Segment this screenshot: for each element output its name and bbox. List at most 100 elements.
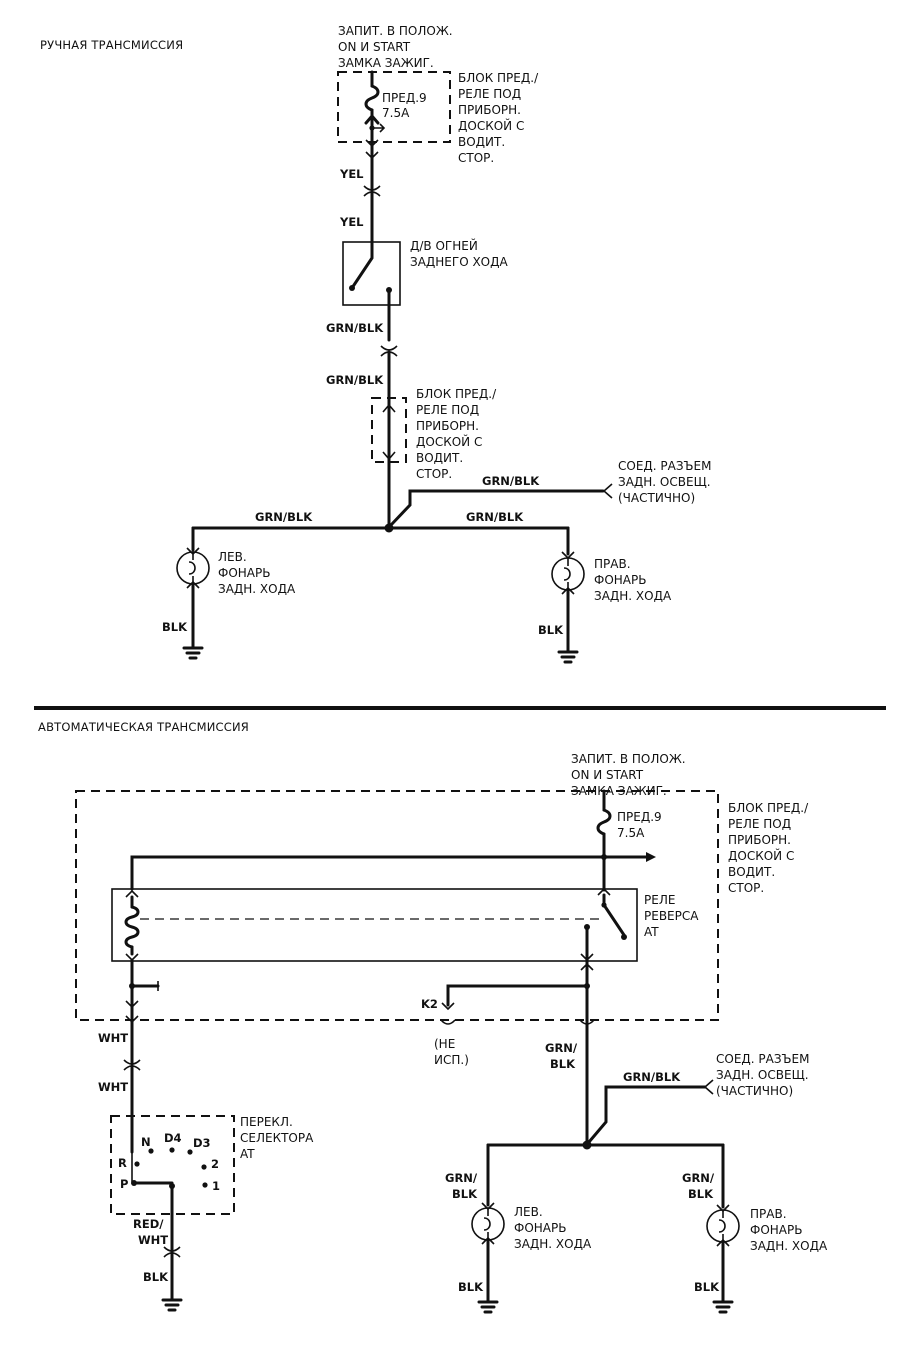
auto-selector-dot-n — [148, 1148, 154, 1154]
auto-connector-label-1: СОЕД. РАЗЪЕМ — [716, 1052, 809, 1066]
auto-wire-red-wht-label-1: RED/ — [133, 1217, 164, 1231]
manual-wire-grn-blk-label-4: GRN/BLK — [255, 510, 313, 524]
auto-selector-dot-2 — [201, 1164, 207, 1170]
auto-contact-point-right — [621, 934, 627, 940]
auto-selector-label-3: AT — [240, 1147, 255, 1161]
auto-selector-pos-2: 2 — [211, 1157, 219, 1171]
auto-selector-pos-p: P — [120, 1177, 128, 1191]
auto-wire-grn-blk-label-4b: BLK — [688, 1187, 714, 1201]
auto-feed-wire — [130, 855, 650, 891]
auto-relay-contact-blade — [602, 893, 626, 937]
manual-connector-label-3: (ЧАСТИЧНО) — [618, 491, 695, 505]
auto-relay-label-2: РЕВЕРСА — [644, 909, 699, 923]
manual-fuse-label-1: ПРЕД.9 — [382, 91, 427, 105]
auto-wire-grn-blk-label-4a: GRN/ — [682, 1171, 715, 1185]
auto-selector-pos-r: R — [118, 1156, 127, 1170]
manual-right-lamp-filament-icon — [563, 558, 571, 590]
auto-left-lamp-label-3: ЗАДН. ХОДА — [514, 1237, 592, 1251]
auto-wire-grn-blk-label-1b: BLK — [550, 1057, 576, 1071]
manual-relay-box — [371, 397, 407, 463]
auto-power-note-2: ON И START — [571, 768, 644, 782]
manual-wire-blk-label-left: BLK — [162, 620, 188, 634]
auto-left-lamp-label-1: ЛЕВ. — [514, 1205, 543, 1219]
auto-selector-label-1: ПЕРЕКЛ. — [240, 1115, 293, 1129]
manual-switch-contact-left — [349, 285, 355, 291]
auto-left-lamp-label-2: ФОНАРЬ — [514, 1221, 566, 1235]
manual-right-lamp-label-2: ФОНАРЬ — [594, 573, 646, 587]
manual-relay-box-terminal-icon — [382, 403, 396, 461]
auto-power-note-1: ЗАПИТ. В ПОЛОЖ. — [571, 752, 686, 766]
auto-selector-dot-p — [131, 1180, 137, 1186]
auto-fuse-box-label-6: СТОР. — [728, 881, 764, 895]
auto-wire-k2 — [446, 984, 589, 1007]
auto-connector-terminal-icon — [703, 1079, 714, 1095]
auto-k2-note-1: (НЕ — [434, 1037, 455, 1051]
auto-left-lamp-out-icon — [481, 1236, 495, 1245]
manual-title: РУЧНАЯ ТРАНСМИССИЯ — [40, 38, 183, 52]
auto-selector-dot-r — [134, 1161, 140, 1167]
auto-wire-wht-label-2: WHT — [98, 1080, 128, 1094]
auto-right-lamp-filament-icon — [718, 1210, 726, 1242]
auto-red-wht-connector-icon — [163, 1246, 181, 1258]
auto-wire-grn-blk-label-1a: GRN/ — [545, 1041, 578, 1055]
manual-switch-label-1: Д/В ОГНЕЙ — [410, 238, 478, 253]
auto-junction-node — [582, 1140, 592, 1150]
auto-right-ground-icon — [712, 1300, 734, 1314]
auto-selector-dot-d3 — [187, 1149, 193, 1155]
auto-fuse-box-label-2: РЕЛЕ ПОД — [728, 817, 791, 831]
auto-reverse-relay-box — [111, 888, 638, 962]
manual-relay-box-label-3: ПРИБОРН. — [416, 419, 479, 433]
auto-wire-grn-blk-label-3b: BLK — [452, 1187, 478, 1201]
manual-power-note-1: ЗАПИТ. В ПОЛОЖ. — [338, 24, 453, 38]
auto-relay-coil-icon — [124, 905, 140, 949]
manual-fuse-box-label-1: БЛОК ПРЕД./ — [458, 71, 539, 85]
manual-left-lamp-label-2: ФОНАРЬ — [218, 566, 270, 580]
manual-power-note-2: ON И START — [338, 40, 411, 54]
auto-selector-pos-d4: D4 — [164, 1131, 182, 1145]
auto-fuse-box — [75, 790, 719, 1021]
auto-fuse-box-label-4: ДОСКОЙ С — [728, 848, 794, 863]
manual-right-ground-icon — [557, 650, 579, 664]
manual-relay-box-label-4: ДОСКОЙ С — [416, 434, 482, 449]
auto-selector-ground-icon — [161, 1298, 183, 1312]
manual-right-lamp-label-3: ЗАДН. ХОДА — [594, 589, 672, 603]
auto-wire-wht-label-1: WHT — [98, 1031, 128, 1045]
auto-fuse-label-2: 7.5A — [617, 826, 645, 840]
manual-left-ground-icon — [182, 646, 204, 660]
auto-fuse-box-label-3: ПРИБОРН. — [728, 833, 791, 847]
auto-right-lamp-label-1: ПРАВ. — [750, 1207, 787, 1221]
manual-connector-label-1: СОЕД. РАЗЪЕМ — [618, 459, 711, 473]
manual-fuse-icon — [364, 84, 380, 112]
manual-fuse-node — [369, 125, 375, 131]
auto-wire-grn-blk-label-2: GRN/BLK — [623, 1070, 681, 1084]
auto-wire-blk-label-left: BLK — [458, 1280, 484, 1294]
manual-switch-label-2: ЗАДНЕГО ХОДА — [410, 255, 509, 269]
manual-left-lamp-filament-icon — [188, 552, 196, 584]
auto-contact-pivot — [601, 902, 607, 908]
auto-selector-pos-n: N — [141, 1135, 151, 1149]
manual-fuse-box-label-5: ВОДИТ. — [458, 135, 505, 149]
manual-left-lamp-out-icon — [186, 580, 200, 589]
manual-left-lamp-label-1: ЛЕВ. — [218, 550, 247, 564]
manual-wire-yel-label-1: YEL — [339, 167, 364, 181]
manual-connector-terminal-icon — [602, 483, 613, 499]
auto-left-ground-icon — [477, 1300, 499, 1314]
auto-fuse-box-label-5: ВОДИТ. — [728, 865, 775, 879]
auto-wire-grn-blk-label-3a: GRN/ — [445, 1171, 478, 1185]
manual-fuse-box-label-3: ПРИБОРН. — [458, 103, 521, 117]
manual-section: РУЧНАЯ ТРАНСМИССИЯ ЗАПИТ. В ПОЛОЖ. ON И … — [40, 24, 711, 664]
manual-left-lamp-label-3: ЗАДН. ХОДА — [218, 582, 296, 596]
auto-selector-pos-1: 1 — [212, 1179, 220, 1193]
manual-relay-box-label-5: ВОДИТ. — [416, 451, 463, 465]
auto-relay-label-3: AT — [644, 925, 659, 939]
auto-relay-label-1: РЕЛЕ — [644, 893, 675, 907]
auto-selector-pos-d3: D3 — [193, 1136, 211, 1150]
manual-wire-grn-blk-label-1: GRN/BLK — [326, 321, 384, 335]
automatic-title: АВТОМАТИЧЕСКАЯ ТРАНСМИССИЯ — [38, 720, 249, 734]
manual-junction-node — [384, 523, 394, 533]
manual-relay-box-label-6: СТОР. — [416, 467, 452, 481]
manual-power-note-3: ЗАМКА ЗАЖИГ. — [338, 56, 434, 70]
manual-backup-switch-blade — [350, 240, 374, 290]
manual-wire-yel-label-2: YEL — [339, 215, 364, 229]
